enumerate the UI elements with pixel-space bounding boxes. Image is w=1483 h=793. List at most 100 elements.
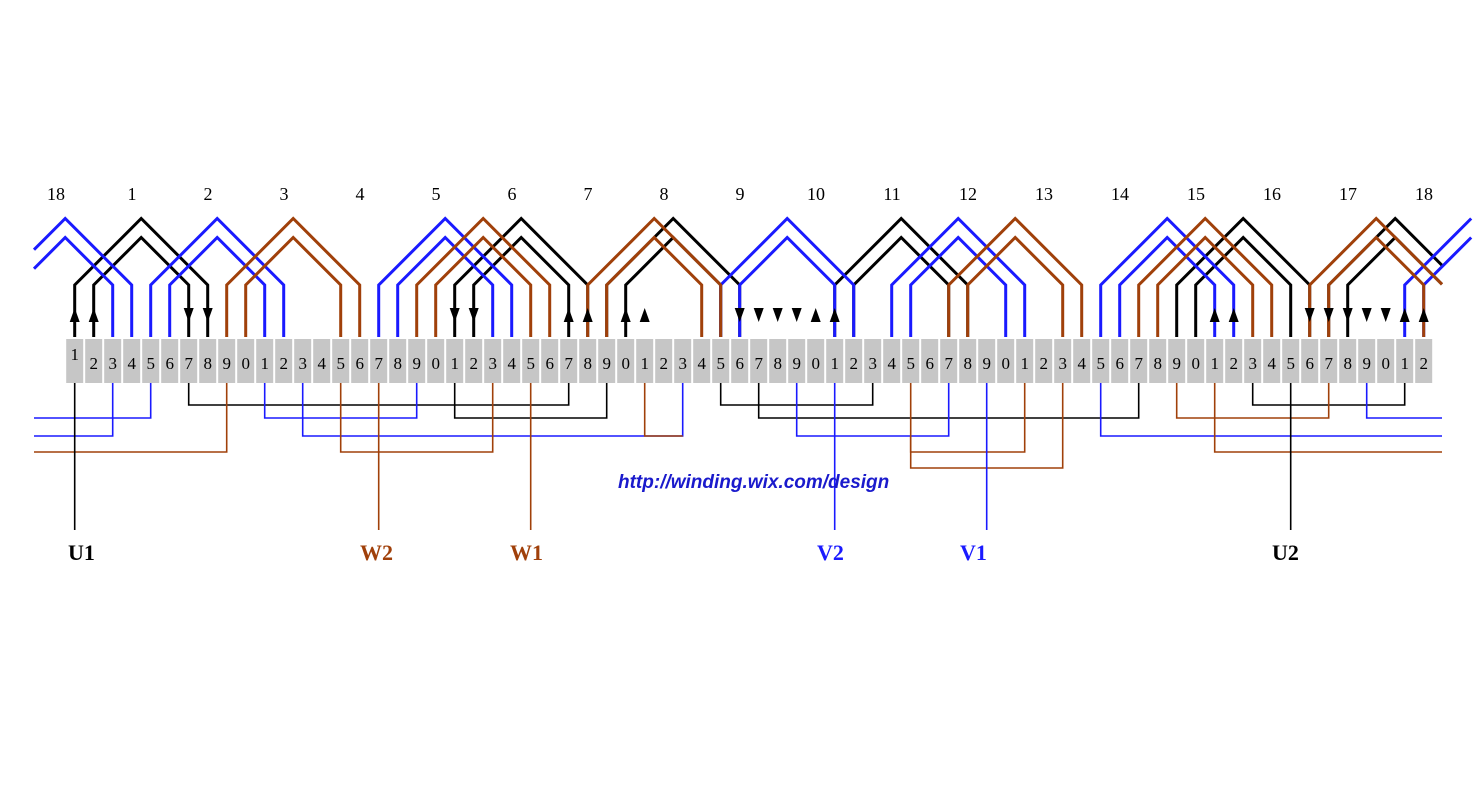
- pole-number: 18: [1415, 184, 1433, 204]
- arrow-up-icon: [829, 308, 840, 322]
- slot-2: [85, 339, 103, 383]
- conn-v: [34, 383, 114, 437]
- slot-label: 0: [1381, 354, 1390, 373]
- slot-55: [1092, 339, 1110, 383]
- pole-number: 16: [1263, 184, 1281, 204]
- arrow-down-icon: [202, 308, 213, 322]
- arrow-down-icon: [1342, 308, 1353, 322]
- conn-w: [1213, 383, 1442, 453]
- coil-w: [605, 235, 704, 337]
- slot-44: [883, 339, 901, 383]
- slot-1: [66, 339, 84, 383]
- slot-label: 8: [1153, 354, 1162, 373]
- conn-w: [1175, 383, 1330, 419]
- coil-w: [225, 216, 362, 337]
- pole-number: 7: [584, 184, 593, 204]
- slot-label: 2: [1039, 354, 1048, 373]
- conn-v: [34, 383, 152, 419]
- slot-label: 5: [146, 354, 155, 373]
- slot-65: [1282, 339, 1300, 383]
- slot-label: 3: [678, 354, 687, 373]
- slot-57: [1130, 339, 1148, 383]
- slot-label: 9: [412, 354, 421, 373]
- coil-w: [586, 216, 723, 337]
- slot-label: 6: [355, 354, 364, 373]
- slot-label: 7: [944, 354, 953, 373]
- arrow-up-icon: [563, 308, 574, 322]
- slot-label: 6: [545, 354, 554, 373]
- slot-label: 3: [1058, 354, 1067, 373]
- slot-label: 9: [1172, 354, 1181, 373]
- pole-number: 6: [508, 184, 517, 204]
- slot-label: 8: [1343, 354, 1352, 373]
- arrow-down-icon: [468, 308, 479, 322]
- coil-v: [149, 216, 286, 337]
- slot-45: [902, 339, 920, 383]
- pole-number: 1: [128, 184, 137, 204]
- coil-w: [1327, 235, 1426, 337]
- slot-68: [1339, 339, 1357, 383]
- slot-42: [845, 339, 863, 383]
- slot-label: 5: [1096, 354, 1105, 373]
- slot-4: [123, 339, 141, 383]
- slot-label: 8: [773, 354, 782, 373]
- slot-14: [313, 339, 331, 383]
- arrow-up-icon: [69, 308, 80, 322]
- slot-label: 4: [1267, 354, 1276, 373]
- arrow-down-icon: [1380, 308, 1391, 322]
- slot-31: [636, 339, 654, 383]
- terminal-v1: V1: [960, 540, 987, 565]
- coil-v: [738, 235, 837, 337]
- slot-21: [446, 339, 464, 383]
- coil-w: [244, 235, 343, 337]
- conn-w: [34, 383, 228, 453]
- arrow-layer: [69, 308, 1429, 322]
- slot-label: 3: [868, 354, 877, 373]
- slot-label: 1: [260, 354, 269, 373]
- slot-label: 1: [70, 345, 79, 364]
- arrow-down-icon: [734, 308, 745, 322]
- slot-28: [579, 339, 597, 383]
- slot-7: [180, 339, 198, 383]
- pole-number: 9: [736, 184, 745, 204]
- pole-number: 13: [1035, 184, 1053, 204]
- coil-v: [890, 216, 1027, 337]
- coil-u: [472, 235, 571, 337]
- coil-u: [1194, 235, 1293, 337]
- slot-12: [275, 339, 293, 383]
- slot-label: 0: [811, 354, 820, 373]
- coil-v: [32, 235, 115, 337]
- pole-number: 15: [1187, 184, 1205, 204]
- slot-label: 6: [1305, 354, 1314, 373]
- slot-label: 5: [526, 354, 535, 373]
- slot-53: [1054, 339, 1072, 383]
- slot-24: [503, 339, 521, 383]
- coil-layer: [32, 216, 1473, 337]
- slot-26: [541, 339, 559, 383]
- slot-27: [560, 339, 578, 383]
- slot-69: [1358, 339, 1376, 383]
- coil-w: [415, 216, 552, 337]
- slot-label: 4: [127, 354, 136, 373]
- slot-label: 2: [469, 354, 478, 373]
- slot-16: [351, 339, 369, 383]
- slot-34: [693, 339, 711, 383]
- coil-v: [1099, 216, 1236, 337]
- slot-label: 4: [887, 354, 896, 373]
- slot-label: 7: [184, 354, 193, 373]
- coil-v: [396, 235, 495, 337]
- slot-label: 2: [1229, 354, 1238, 373]
- coil-v: [1118, 235, 1217, 337]
- arrow-down-icon: [1361, 308, 1372, 322]
- pole-number: 5: [432, 184, 441, 204]
- slot-label: 5: [1286, 354, 1295, 373]
- connection-layer: [34, 383, 1442, 469]
- slot-label: 1: [1210, 354, 1219, 373]
- slot-38: [769, 339, 787, 383]
- slot-6: [161, 339, 179, 383]
- slot-63: [1244, 339, 1262, 383]
- slot-label: 0: [621, 354, 630, 373]
- slot-label: 1: [1400, 354, 1409, 373]
